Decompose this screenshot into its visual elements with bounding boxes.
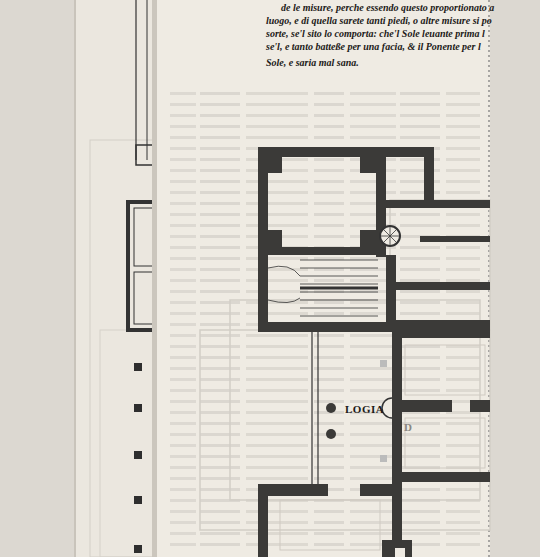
- main-page: [157, 0, 490, 557]
- staircase: [300, 260, 378, 316]
- text-line: sorte, se'l sito lo comporta: che'l Sole…: [266, 28, 485, 40]
- loggia-colonnade: [312, 332, 318, 485]
- stair-tread: [300, 300, 378, 301]
- room-label: LOGIA: [345, 403, 384, 415]
- room-letter: D: [404, 421, 412, 433]
- text-line: Sole, e saria mal sana.: [266, 57, 359, 69]
- stair-tread: [300, 276, 378, 277]
- text-line: luogo, e di quella sarete tanti piedi, o…: [266, 15, 492, 27]
- text-line: se'l, e tanto batteße per una facia, & i…: [266, 41, 481, 53]
- stair-tread: [300, 260, 378, 261]
- text-line: de le misure, perche essendo questo prop…: [281, 2, 494, 14]
- left-page: [74, 0, 160, 557]
- stair-tread: [300, 284, 378, 285]
- stair-tread: [300, 308, 378, 309]
- stair-tread: [300, 292, 378, 293]
- walls: [258, 147, 490, 332]
- stair-tread: [300, 268, 378, 269]
- stair-tread: [300, 316, 378, 317]
